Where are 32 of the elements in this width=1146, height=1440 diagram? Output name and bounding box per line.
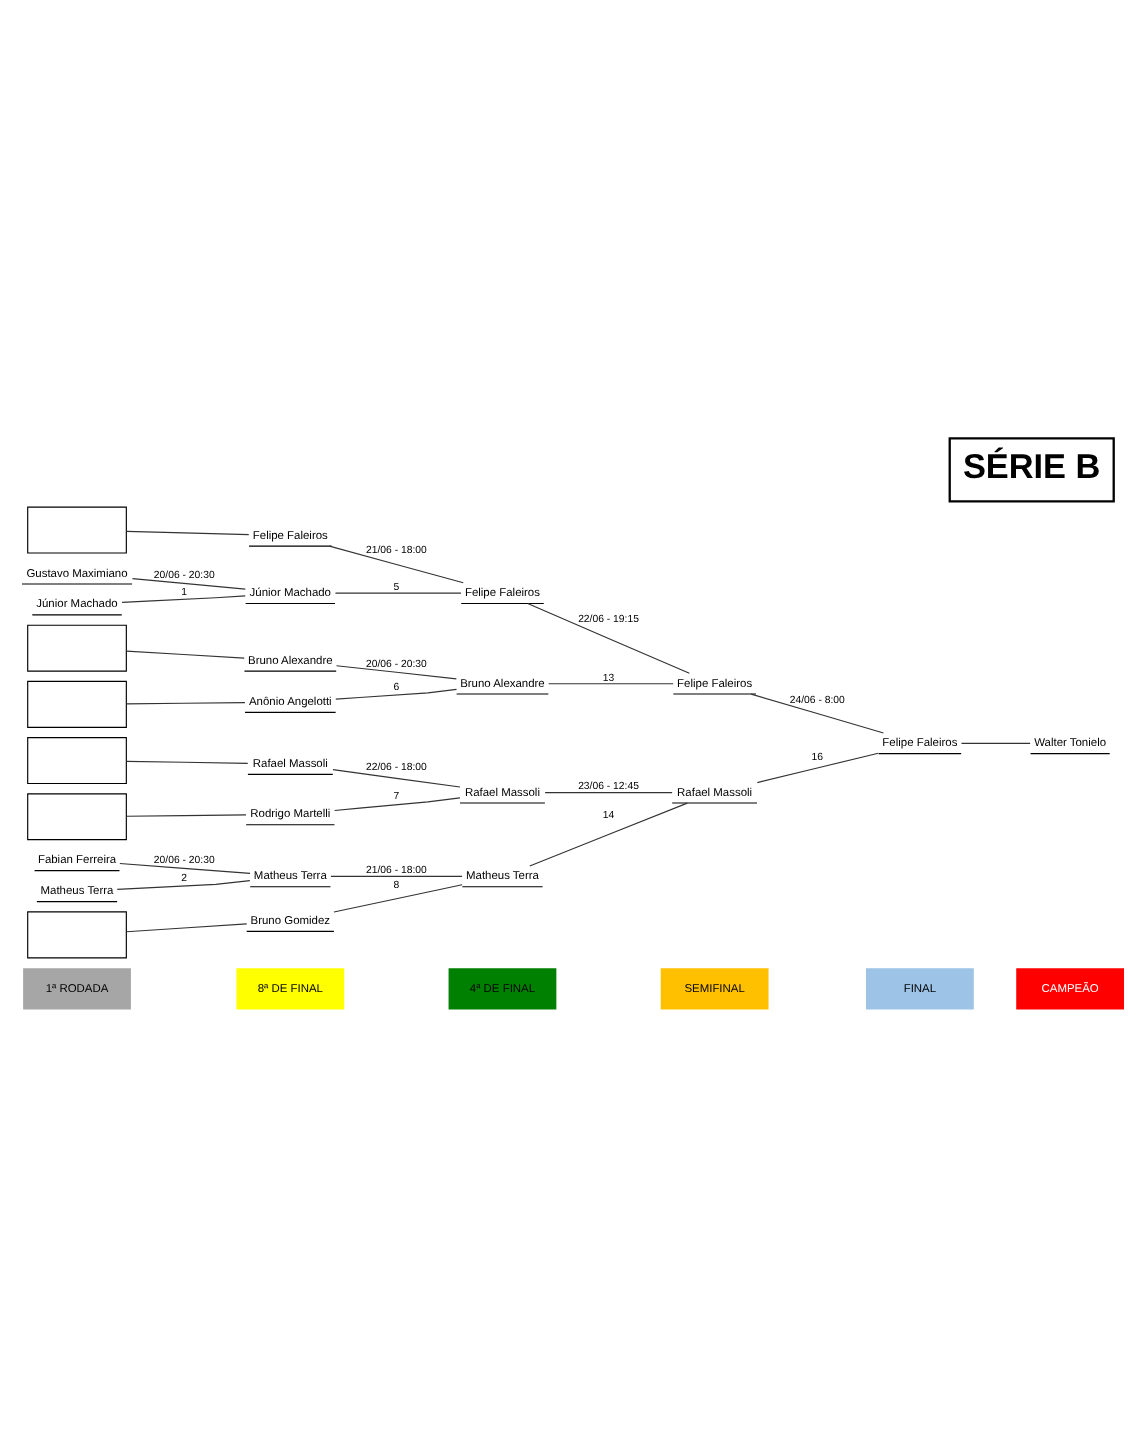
connector bbox=[527, 601, 690, 673]
diagram-title: SÉRIE B bbox=[962, 444, 1101, 485]
node-box bbox=[27, 736, 127, 784]
node-box bbox=[27, 679, 127, 727]
connector bbox=[126, 922, 248, 932]
connector bbox=[334, 591, 462, 593]
connector bbox=[544, 791, 673, 793]
connector bbox=[328, 544, 464, 583]
connector bbox=[121, 594, 246, 602]
connector bbox=[126, 759, 249, 763]
connector bbox=[126, 813, 247, 816]
connector bbox=[529, 801, 688, 866]
connector bbox=[548, 682, 674, 684]
connector bbox=[116, 879, 251, 889]
connector bbox=[332, 768, 461, 787]
node-box bbox=[27, 910, 127, 958]
node-box bbox=[27, 505, 127, 553]
connector bbox=[756, 751, 879, 783]
connector bbox=[126, 649, 245, 658]
connector bbox=[750, 692, 885, 733]
connector bbox=[334, 796, 461, 811]
connector bbox=[335, 687, 458, 699]
connector bbox=[330, 874, 463, 876]
connector bbox=[126, 701, 246, 704]
connector bbox=[335, 664, 457, 679]
connector bbox=[960, 741, 1031, 743]
connector bbox=[333, 883, 463, 912]
node-box bbox=[27, 792, 127, 840]
connector bbox=[119, 861, 251, 873]
connector bbox=[131, 577, 246, 589]
connector bbox=[126, 529, 250, 535]
node-box bbox=[27, 623, 127, 671]
